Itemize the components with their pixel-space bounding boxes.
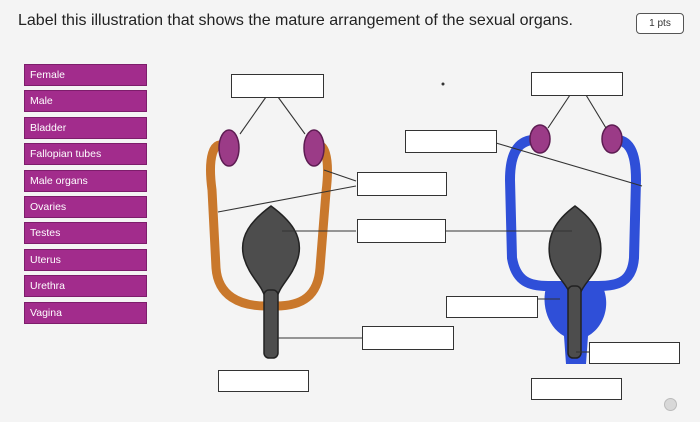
- label-chip-vagina[interactable]: Vagina: [24, 301, 147, 324]
- female-urethra: [263, 289, 279, 359]
- drop-box-lower-right[interactable]: [446, 296, 538, 318]
- drop-box-lower-middle[interactable]: [362, 326, 454, 350]
- drop-box-bottom-right-1[interactable]: [589, 342, 680, 364]
- drop-box-bottom-right-2[interactable]: [531, 378, 622, 400]
- points-badge: 1 pts: [636, 13, 684, 34]
- stray-mark: [441, 82, 445, 86]
- male-bladder: [548, 205, 602, 295]
- male-right-testis: [601, 124, 623, 154]
- label-chip-male[interactable]: Male: [24, 90, 147, 113]
- label-chip-urethra[interactable]: Urethra: [24, 275, 147, 298]
- female-diagram: [206, 129, 332, 359]
- male-left-testis: [529, 124, 551, 154]
- drop-box-middle-2[interactable]: [357, 219, 446, 243]
- drop-box-upper-middle[interactable]: [405, 130, 497, 153]
- label-chip-testes[interactable]: Testes: [24, 222, 147, 245]
- label-chip-fallopian-tubes[interactable]: Fallopian tubes: [24, 143, 147, 166]
- drop-box-middle-1[interactable]: [357, 172, 447, 196]
- male-diagram: [505, 124, 641, 364]
- scroll-handle[interactable]: [664, 398, 677, 411]
- male-urethra: [567, 285, 582, 359]
- leader-lines: [217, 94, 643, 353]
- female-left-ovary: [218, 129, 240, 167]
- word-bank: Female Male Bladder Fallopian tubes Male…: [24, 64, 147, 328]
- question-text: Label this illustration that shows the m…: [18, 12, 573, 29]
- drop-box-female-title[interactable]: [231, 74, 324, 98]
- drop-box-male-title[interactable]: [531, 72, 623, 96]
- label-chip-ovaries[interactable]: Ovaries: [24, 195, 147, 218]
- label-chip-male-organs[interactable]: Male organs: [24, 169, 147, 192]
- drop-box-bottom-left[interactable]: [218, 370, 309, 392]
- label-chip-female[interactable]: Female: [24, 64, 147, 86]
- label-chip-bladder[interactable]: Bladder: [24, 116, 147, 139]
- female-right-ovary: [303, 129, 325, 167]
- female-bladder: [241, 205, 301, 301]
- label-chip-uterus[interactable]: Uterus: [24, 248, 147, 271]
